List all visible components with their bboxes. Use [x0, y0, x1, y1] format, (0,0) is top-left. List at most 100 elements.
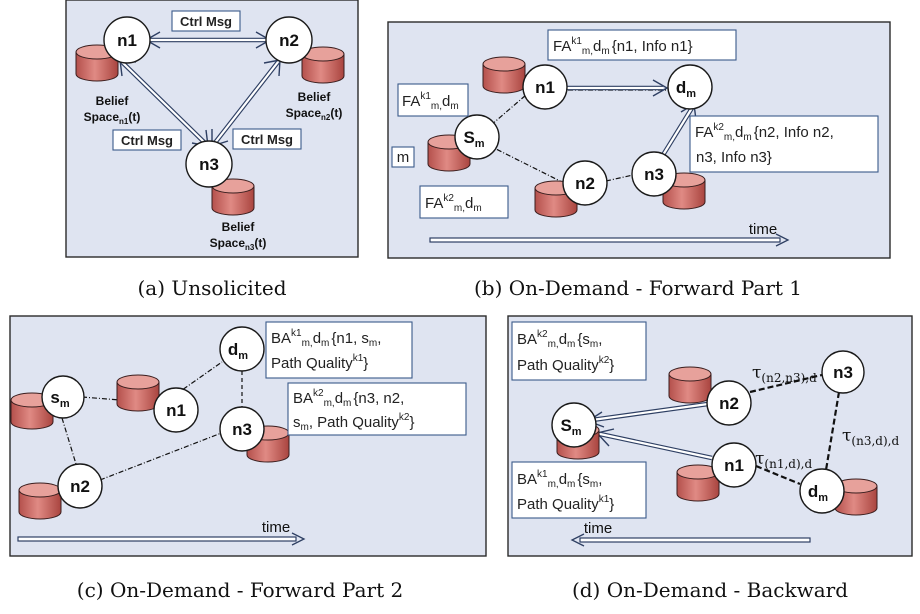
- ba-word: BA: [293, 390, 313, 407]
- ctrl-msg-label-right: Ctrl Msg: [241, 132, 293, 147]
- fa-arrow-n1-d: [566, 79, 669, 97]
- ba-superscript: k2: [313, 388, 324, 399]
- node-n2-label: n2: [575, 174, 595, 193]
- ba-d: d: [559, 471, 567, 488]
- panel-d: n2 n3 Sm n1 dm τ(n2,n3),d τ(n3,d),d τ(n1…: [507, 315, 913, 602]
- space-n1-text: Spacen1(t): [84, 110, 141, 126]
- node-source-letter: S: [560, 416, 571, 435]
- node-destination: dm: [219, 326, 265, 372]
- fa-word: FA: [402, 93, 420, 110]
- fa-d-subscript: m: [601, 46, 609, 57]
- fa-k1-n1-text: FAk1m,dm{n1, Info n1}: [553, 36, 693, 57]
- node-n1: n1: [153, 387, 199, 433]
- link-n1-d: [755, 464, 801, 486]
- node-n1-label: n1: [166, 401, 186, 420]
- ctrl-msg-label-left: Ctrl Msg: [121, 133, 173, 148]
- ba-k2-text-line2: sm, Path Qualityk2}: [293, 412, 414, 433]
- fa-d: d: [593, 38, 601, 55]
- space-time: (t): [330, 106, 342, 120]
- fa-k2-s-text: FAk2m,dm: [425, 193, 482, 214]
- ba-path-quality: Path Quality: [271, 355, 353, 372]
- tau-symbol: τ: [755, 449, 764, 469]
- node-n2: n2: [57, 463, 103, 509]
- ba-k2-text-line1: BAk2m,dm{sm,: [517, 329, 602, 350]
- fa-superscript: k1: [571, 36, 582, 47]
- tau-n2-n3-label: τ(n2,n3),d: [752, 363, 817, 385]
- ba-k1-payload: {n1, s: [331, 330, 369, 347]
- ba-pq-superscript: k1: [599, 494, 610, 505]
- node-destination-subscript: m: [686, 88, 696, 100]
- ba-comma: ,: [377, 330, 381, 347]
- fa-d-subscript: m: [450, 101, 458, 112]
- ba-superscript: k2: [537, 329, 548, 340]
- fa-k2-n3-text-line2: n3, Info n3}: [696, 149, 772, 166]
- ctrl-msg-label-top: Ctrl Msg: [180, 14, 232, 29]
- belief-word: Belief: [222, 220, 256, 234]
- node-destination-label: dm: [228, 340, 248, 362]
- fa-superscript: k2: [443, 193, 454, 204]
- node-n3-label: n3: [232, 420, 252, 439]
- ba-pq-superscript: k2: [399, 412, 410, 423]
- link-n1-d: [174, 361, 223, 396]
- node-destination-subscript: m: [818, 492, 828, 504]
- belief-store-n2-icon: [668, 366, 712, 404]
- node-n3: n3: [185, 140, 233, 188]
- node-source: sm: [41, 375, 85, 419]
- ba-d-subscript: m: [567, 479, 575, 490]
- ba-path-quality: Path Quality: [517, 357, 599, 374]
- ba-k1-box: BAk1m,dm{sm, Path Qualityk1}: [511, 461, 647, 519]
- node-n1: n1: [711, 442, 757, 488]
- fa-k1-s-text: FAk1m,dm: [402, 91, 459, 112]
- link-s-n2: [487, 144, 565, 184]
- ba-k2-box: BAk2m,dm{sm, Path Qualityk2}: [511, 321, 647, 381]
- ba-s-subscript: m: [301, 422, 309, 433]
- ba-s-subscript: m: [590, 479, 598, 490]
- ba-d: d: [335, 390, 343, 407]
- node-source-subscript: m: [572, 426, 582, 438]
- belief-space-n3: Belief Spacen3(t): [210, 220, 267, 252]
- ba-path-quality: , Path Quality: [309, 414, 400, 431]
- caption-c: (c) On-Demand - Forward Part 2: [77, 578, 403, 602]
- space-time: (t): [128, 110, 140, 124]
- space-time: (t): [254, 236, 266, 250]
- space-word: Space: [286, 106, 322, 120]
- ba-k2-text-line1: BAk2m,dm{n3, n2,: [293, 388, 404, 409]
- fa-subscript: m,: [454, 203, 465, 214]
- panel-c: sm n1 dm n3 n2 BAk1m,dm{n1, sm, Path Qua…: [9, 315, 487, 602]
- tau-symbol: τ: [752, 363, 761, 383]
- belief-space-n1: Belief Spacen1(t): [84, 94, 141, 126]
- fa-k1-n1-box: FAk1m,dm{n1, Info n1}: [547, 29, 737, 61]
- ctrl-msg-box-top: Ctrl Msg: [171, 10, 241, 32]
- link-s-n1: [81, 396, 121, 401]
- node-source-label: Sm: [560, 416, 581, 438]
- time-label: time: [584, 520, 612, 537]
- belief-store-n1-icon: [482, 56, 526, 94]
- space-subscript: n2: [321, 113, 331, 122]
- fa-word: FA: [695, 124, 713, 141]
- m-box: m: [391, 146, 415, 168]
- node-destination-letter: d: [676, 78, 686, 97]
- tau-subscript: (n1,d),d: [764, 457, 812, 471]
- ba-k1-text-line1: BAk1m,dm{sm,: [517, 469, 602, 490]
- caption-a: (a) Unsolicited: [138, 276, 287, 300]
- fa-subscript: m,: [582, 46, 593, 57]
- node-n3: n3: [631, 151, 677, 197]
- time-label: time: [262, 519, 290, 536]
- ba-pq-superscript: k1: [353, 353, 364, 364]
- link-n2-n3: [749, 372, 827, 394]
- node-n3-label: n3: [199, 155, 219, 174]
- node-source-label: Sm: [463, 128, 484, 150]
- ba-d-subscript: m: [321, 338, 329, 349]
- node-source-letter: s: [50, 388, 59, 407]
- panel-b: n1 Sm n2 n3 dm FAk1m,dm{n1, Info n1} FAk…: [387, 21, 891, 300]
- fa-superscript: k1: [420, 91, 431, 102]
- link-s-n2: [61, 417, 77, 465]
- space-word: Space: [84, 110, 120, 124]
- node-destination-subscript: m: [238, 350, 248, 362]
- ba-subscript: m,: [548, 479, 559, 490]
- link-n3-d: [824, 391, 841, 471]
- panel-a: n1 n2 n3 Ctrl Msg Ctrl Msg Ctrl Msg Beli…: [65, 0, 359, 300]
- ba-k2-payload: {n3, n2,: [353, 390, 404, 407]
- space-n3-text: Spacen3(t): [210, 236, 267, 252]
- node-n2-label: n2: [70, 477, 90, 496]
